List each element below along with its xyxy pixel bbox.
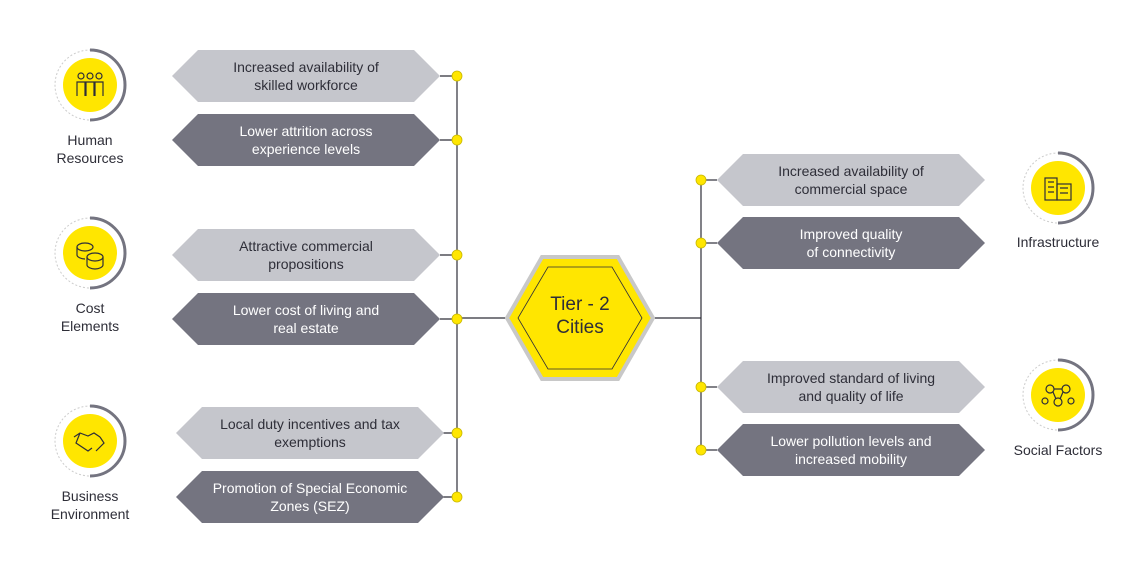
category-label: Infrastructure bbox=[1016, 234, 1100, 250]
connector-dot bbox=[695, 444, 707, 456]
connector-dot bbox=[695, 174, 707, 186]
connector-dot bbox=[695, 237, 707, 249]
connector-dot bbox=[451, 70, 463, 82]
connector-dot bbox=[451, 427, 463, 439]
network-people-icon bbox=[1022, 358, 1095, 432]
connector-dot bbox=[451, 134, 463, 146]
connector-dot bbox=[695, 381, 707, 393]
connector-dot bbox=[451, 313, 463, 325]
buildings-icon bbox=[1022, 151, 1095, 225]
handshake-icon bbox=[54, 404, 127, 478]
people-icon bbox=[54, 48, 127, 122]
connector-dot bbox=[451, 249, 463, 261]
connector-dot bbox=[451, 491, 463, 503]
coins-icon bbox=[54, 216, 127, 290]
category-label: Social Factors bbox=[1013, 442, 1103, 458]
center-hexagon bbox=[505, 255, 655, 381]
